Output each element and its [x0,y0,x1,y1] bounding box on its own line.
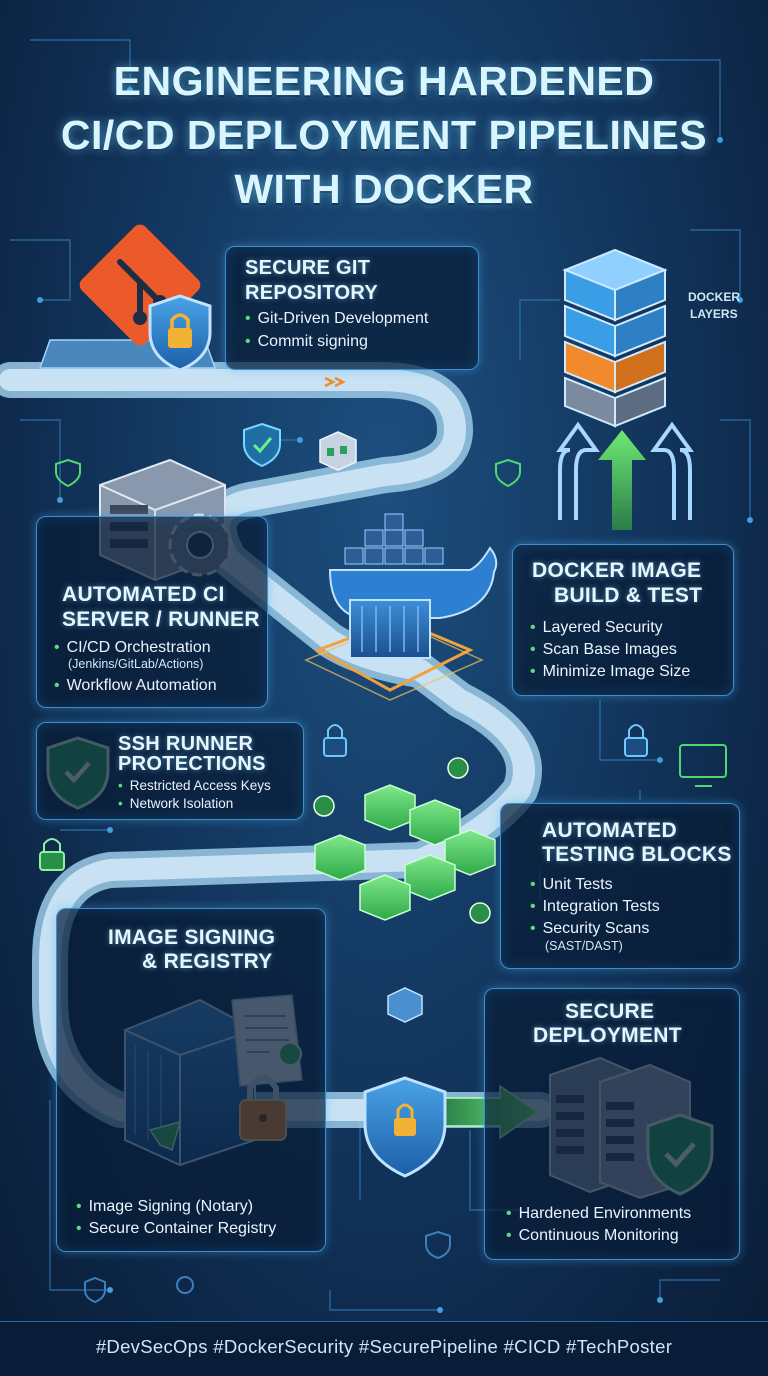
ssh-panel-title-1: SSH RUNNER [118,733,254,755]
page-title-line-1: ENGINEERING HARDENED [113,58,655,104]
docker-build-bullet-1: Layered Security [530,619,663,637]
testing-bullet-2: Integration Tests [530,898,660,916]
footer-hashtags: #DevSecOps #DockerSecurity #SecurePipeli… [95,1336,673,1357]
ci-bullet-2: Workflow Automation [54,677,217,695]
ci-panel-title-1: AUTOMATED CI [62,583,225,606]
green-cubes-icon [313,757,496,924]
circuit-nodes [37,87,753,1313]
image-signing-panel [56,908,326,1252]
deploy-bullet-1: Hardened Environments [506,1205,692,1223]
cube-icon [319,431,357,471]
monitor-icon [679,744,727,787]
small-cube-icon [387,987,423,1023]
testing-title-1: AUTOMATED [542,819,677,842]
lock-icon [39,724,648,871]
deploy-title-1: SECURE [565,1000,655,1023]
ssh-panel-title-2: PROTECTIONS [118,753,266,775]
docker-build-bullet-3: Minimize Image Size [530,663,691,681]
conveyor-path [0,362,558,1128]
docker-layers-label-2: LAYERS [690,307,738,321]
check-badge-icon [55,458,521,488]
testing-title-2: TESTING BLOCKS [542,843,732,866]
footer-bar: #DevSecOps #DockerSecurity #SecurePipeli… [0,1321,768,1376]
git-panel-title-1: SECURE GIT [245,257,371,279]
docker-build-bullet-2: Scan Base Images [530,641,677,659]
ssh-bullet-1: Restricted Access Keys [118,778,271,793]
deploy-bullet-2: Continuous Monitoring [506,1227,679,1245]
container-icon [304,599,484,701]
deploy-title-2: DEPLOYMENT [533,1024,682,1047]
signing-bullet-2: Secure Container Registry [76,1220,277,1238]
signing-bullet-1: Image Signing (Notary) [76,1198,254,1216]
docker-layers-label-1: DOCKER [688,290,741,304]
page-title-line-3: WITH DOCKER [234,166,534,212]
git-panel-title-2: REPOSITORY [245,282,379,304]
testing-bullet-3-sub: (SAST/DAST) [545,939,623,953]
ssh-bullet-2: Network Isolation [118,796,234,811]
docker-layers-icon [562,248,668,428]
testing-bullet-1: Unit Tests [530,876,613,894]
docker-build-title-2: BUILD & TEST [554,584,703,607]
ci-panel-title-2: SERVER / RUNNER [62,608,260,631]
git-bullet-2: Commit signing [245,333,368,351]
signing-title-1: IMAGE SIGNING [108,926,276,949]
ci-bullet-1-sub: (Jenkins/GitLab/Actions) [68,657,204,671]
testing-bullet-3: Security Scans [530,920,650,938]
git-bullet-1: Git-Driven Development [245,310,429,328]
green-arrow-up-icon [556,421,694,530]
shield-check-icon [243,422,281,468]
ci-bullet-1: CI/CD Orchestration [54,639,211,657]
page-title-line-2: CI/CD DEPLOYMENT PIPELINES [60,112,708,158]
ci-server-panel [36,516,268,708]
signing-title-2: & REGISTRY [142,950,273,973]
docker-build-title-1: DOCKER IMAGE [532,559,702,582]
shield-lock-icon-deploy [363,1076,447,1178]
shield-lock-icon [148,294,212,372]
bottom-decor-icons [84,1230,451,1304]
